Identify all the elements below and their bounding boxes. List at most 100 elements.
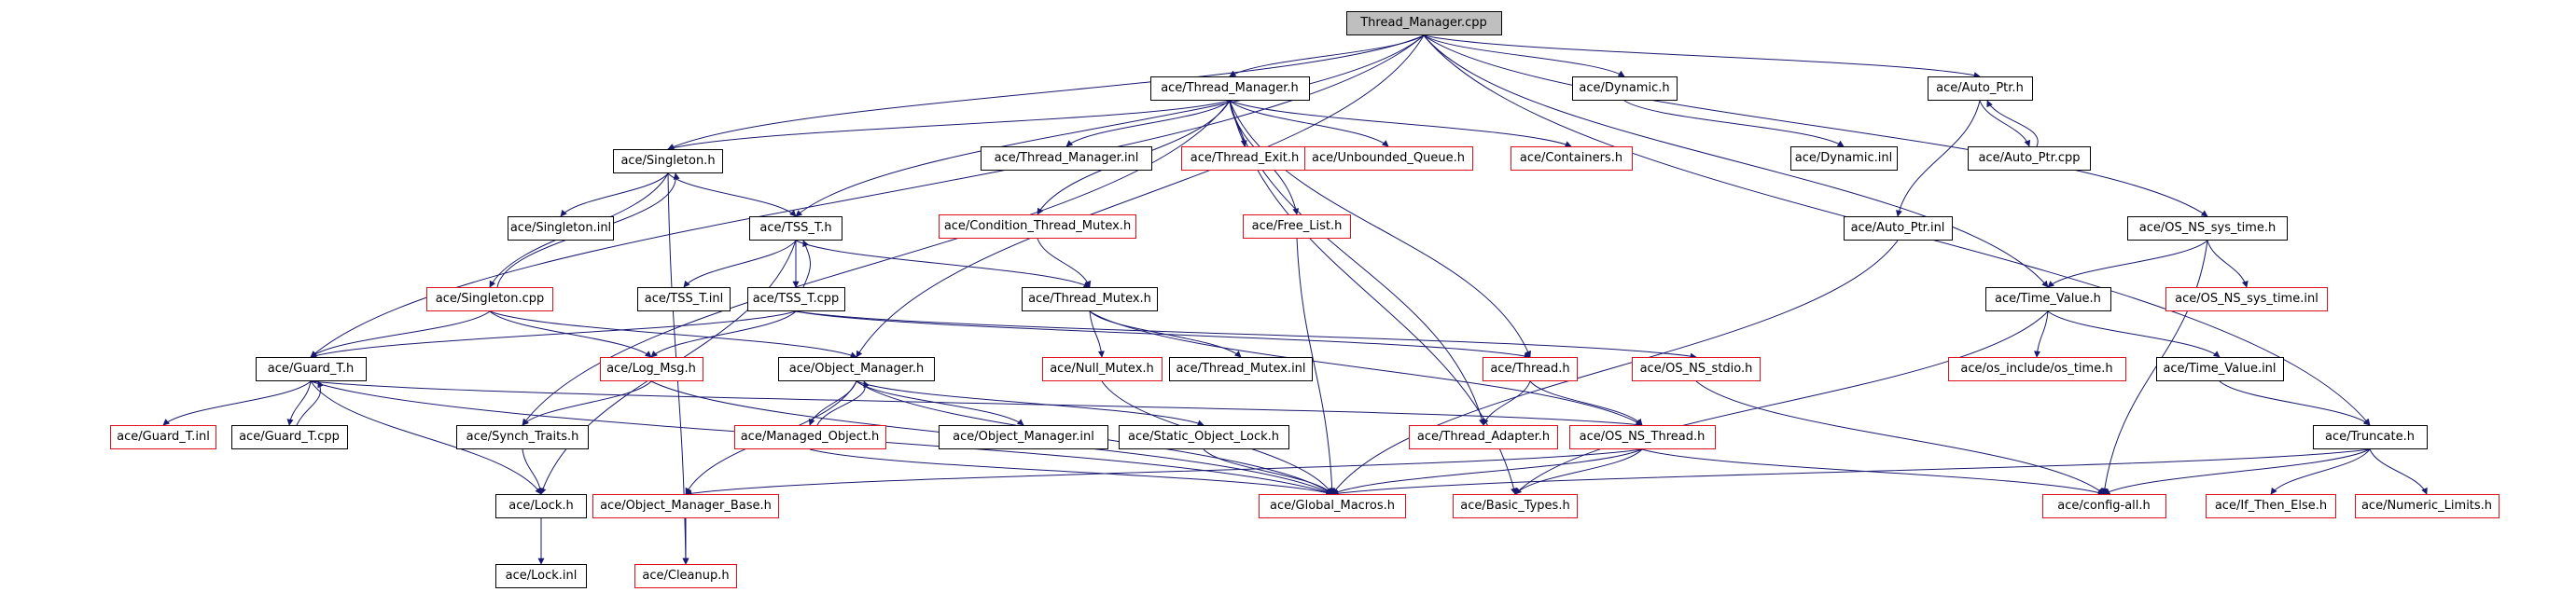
edge-os-ns-thread-h-to-config-all-h	[1641, 448, 2105, 496]
node-containers-h[interactable]: ace/Containers.h	[1510, 146, 1633, 171]
edge-thread-manager-cpp-to-time-value-h	[1423, 34, 2049, 288]
node-os-include-os-time-h[interactable]: ace/os_include/os_time.h	[1947, 357, 2126, 381]
edge-guard-t-cpp-to-guard-t-h	[296, 380, 324, 426]
edge-truncate-h-to-global-macros-h	[1331, 448, 2371, 497]
edge-thread-manager-h-to-synch-traits-h	[522, 100, 1231, 426]
edge-auto-ptr-inl-to-global-macros-h	[1331, 240, 1899, 495]
node-thread-manager-cpp[interactable]: Thread_Manager.cpp	[1345, 11, 1502, 35]
edge-thread-manager-cpp-to-os-ns-sys-time-h	[1423, 34, 2208, 217]
edge-static-object-lock-h-to-global-macros-h	[1203, 448, 1333, 495]
node-object-manager-inl[interactable]: ace/Object_Manager.inl	[939, 425, 1108, 449]
edge-object-manager-h-to-static-object-lock-h	[856, 380, 1204, 427]
node-singleton-cpp[interactable]: ace/Singleton.cpp	[426, 287, 553, 311]
edge-object-manager-h-to-object-manager-inl	[856, 380, 1024, 426]
edge-truncate-h-to-numeric-limits-h	[2369, 448, 2428, 495]
node-lock-h[interactable]: ace/Lock.h	[495, 494, 587, 518]
node-os-ns-sys-time-h[interactable]: ace/OS_NS_sys_time.h	[2127, 216, 2288, 241]
node-tss-t-cpp[interactable]: ace/TSS_T.cpp	[746, 287, 845, 311]
node-thread-manager-inl[interactable]: ace/Thread_Manager.inl	[981, 146, 1152, 171]
node-truncate-h[interactable]: ace/Truncate.h	[2312, 425, 2428, 449]
node-auto-ptr-h[interactable]: ace/Auto_Ptr.h	[1927, 76, 2033, 101]
node-object-manager-h[interactable]: ace/Object_Manager.h	[778, 357, 935, 381]
node-log-msg-h[interactable]: ace/Log_Msg.h	[599, 357, 703, 381]
edge-thread-manager-h-to-thread-h	[1229, 100, 1531, 358]
edge-tss-t-h-to-thread-mutex-h	[795, 240, 1091, 288]
edge-time-value-inl-to-truncate-h	[2219, 380, 2371, 426]
edge-truncate-h-to-config-all-h	[2103, 448, 2371, 495]
node-tss-t-h[interactable]: ace/TSS_T.h	[749, 216, 842, 241]
edge-singleton-cpp-to-guard-t-h	[310, 310, 491, 358]
edge-guard-t-h-to-guard-t-inl	[162, 380, 312, 426]
node-os-ns-thread-h[interactable]: ace/OS_NS_Thread.h	[1568, 425, 1716, 449]
edge-guard-t-h-to-lock-h	[310, 380, 542, 495]
edge-log-msg-h-to-synch-traits-h	[522, 380, 652, 426]
node-os-ns-sys-time-inl[interactable]: ace/OS_NS_sys_time.inl	[2165, 287, 2328, 311]
edge-os-ns-sys-time-h-to-os-ns-sys-time-inl	[2207, 240, 2249, 288]
edge-time-value-h-to-time-value-inl	[2047, 310, 2221, 358]
node-numeric-limits-h[interactable]: ace/Numeric_Limits.h	[2354, 494, 2499, 518]
node-time-value-h[interactable]: ace/Time_Value.h	[1984, 287, 2111, 311]
edge-thread-h-to-thread-adapter-h	[1482, 380, 1531, 426]
node-tss-t-inl[interactable]: ace/TSS_T.inl	[637, 287, 731, 311]
node-thread-adapter-h[interactable]: ace/Thread_Adapter.h	[1409, 425, 1558, 449]
edge-thread-mutex-h-to-null-mutex-h	[1089, 310, 1105, 358]
node-null-mutex-h[interactable]: ace/Null_Mutex.h	[1041, 357, 1163, 381]
edge-thread-mutex-h-to-os-ns-thread-h	[1089, 310, 1643, 426]
dependency-edges	[162, 34, 2428, 565]
node-free-list-h[interactable]: ace/Free_List.h	[1243, 214, 1351, 239]
node-synch-traits-h[interactable]: ace/Synch_Traits.h	[456, 425, 589, 449]
node-auto-ptr-cpp[interactable]: ace/Auto_Ptr.cpp	[1968, 146, 2091, 171]
edge-os-ns-thread-h-to-basic-types-h	[1514, 448, 1643, 495]
node-guard-t-cpp[interactable]: ace/Guard_T.cpp	[230, 425, 348, 449]
edge-singleton-cpp-to-object-manager-h	[489, 310, 857, 359]
edge-os-ns-thread-h-to-object-manager-base-h	[685, 448, 1643, 497]
node-thread-manager-h[interactable]: ace/Thread_Manager.h	[1149, 76, 1310, 101]
edge-thread-manager-cpp-to-guard-t-h	[310, 34, 1425, 358]
edge-auto-ptr-h-to-auto-ptr-inl	[1896, 100, 1981, 217]
edge-thread-h-to-os-ns-thread-h	[1529, 380, 1643, 426]
edge-dynamic-h-to-dynamic-inl	[1623, 100, 1845, 147]
edge-auto-ptr-h-to-auto-ptr-cpp	[1979, 100, 2031, 147]
node-unbounded-queue-h[interactable]: ace/Unbounded_Queue.h	[1303, 146, 1473, 171]
node-thread-h[interactable]: ace/Thread.h	[1483, 357, 1578, 381]
node-object-manager-base-h[interactable]: ace/Object_Manager_Base.h	[592, 494, 779, 518]
node-guard-t-h[interactable]: ace/Guard_T.h	[255, 357, 367, 381]
node-time-value-inl[interactable]: ace/Time_Value.inl	[2155, 357, 2284, 381]
node-dynamic-inl[interactable]: ace/Dynamic.inl	[1789, 146, 1898, 171]
edge-time-value-h-to-basic-types-h	[1514, 310, 2049, 495]
edge-thread-manager-cpp-to-auto-ptr-h	[1423, 34, 1981, 79]
node-os-ns-stdio-h[interactable]: ace/OS_NS_stdio.h	[1632, 357, 1761, 381]
edge-singleton-h-to-tss-t-h	[667, 172, 797, 217]
node-lock-inl[interactable]: ace/Lock.inl	[495, 564, 587, 588]
edge-thread-mutex-h-to-thread-mutex-inl	[1089, 310, 1242, 358]
edge-tss-t-h-to-tss-t-inl	[683, 240, 797, 288]
node-singleton-h[interactable]: ace/Singleton.h	[613, 149, 723, 173]
node-global-macros-h[interactable]: ace/Global_Macros.h	[1259, 494, 1406, 518]
node-dynamic-h[interactable]: ace/Dynamic.h	[1571, 76, 1678, 101]
edge-thread-manager-h-to-thread-manager-inl	[1065, 100, 1231, 147]
node-thread-mutex-h[interactable]: ace/Thread_Mutex.h	[1022, 287, 1158, 311]
node-managed-object-h[interactable]: ace/Managed_Object.h	[733, 425, 886, 449]
node-thread-exit-h[interactable]: ace/Thread_Exit.h	[1180, 146, 1309, 171]
node-guard-t-inl[interactable]: ace/Guard_T.inl	[110, 425, 216, 449]
node-basic-types-h[interactable]: ace/Basic_Types.h	[1453, 494, 1578, 518]
edge-tss-t-cpp-to-os-ns-stdio-h	[795, 310, 1697, 360]
node-static-object-lock-h[interactable]: ace/Static_Object_Lock.h	[1118, 425, 1289, 449]
node-condition-thread-mutex-h[interactable]: ace/Condition_Thread_Mutex.h	[939, 214, 1136, 239]
node-cleanup-h[interactable]: ace/Cleanup.h	[634, 564, 737, 588]
node-auto-ptr-inl[interactable]: ace/Auto_Ptr.inl	[1843, 216, 1953, 241]
edge-condition-thread-mutex-h-to-thread-mutex-h	[1037, 238, 1092, 288]
node-singleton-inl[interactable]: ace/Singleton.inl	[508, 216, 614, 241]
node-thread-mutex-inl[interactable]: ace/Thread_Mutex.inl	[1169, 357, 1313, 381]
edge-os-ns-stdio-h-to-config-all-h	[1695, 380, 2105, 495]
edge-tss-t-cpp-to-tss-t-h	[802, 240, 811, 288]
edge-truncate-h-to-if-then-else-h	[2270, 448, 2371, 495]
node-config-all-h[interactable]: ace/config-all.h	[2041, 494, 2166, 518]
edge-singleton-h-to-singleton-inl	[560, 172, 669, 217]
edge-thread-manager-h-to-singleton-h	[667, 100, 1231, 151]
node-if-then-else-h[interactable]: ace/If_Then_Else.h	[2206, 494, 2336, 518]
edge-synch-traits-h-to-lock-h	[522, 448, 544, 495]
edge-thread-manager-cpp-to-dynamic-h	[1423, 34, 1625, 77]
edge-managed-object-h-to-global-macros-h	[809, 448, 1333, 496]
